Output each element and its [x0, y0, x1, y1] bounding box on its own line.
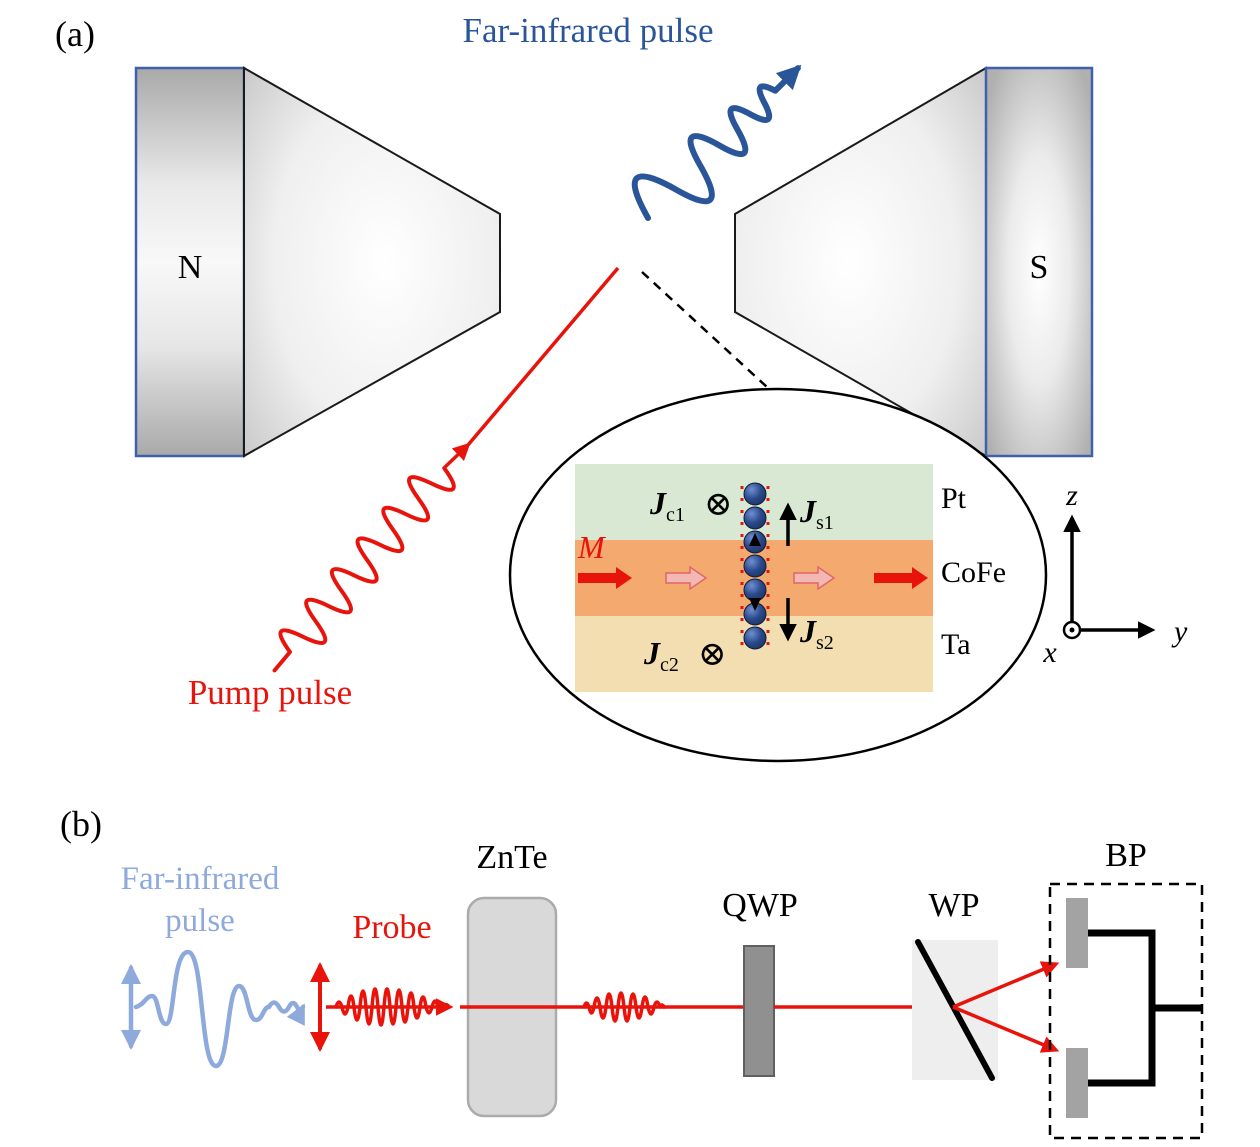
electron-sphere: [743, 506, 767, 530]
x-axis-label: x: [1042, 636, 1057, 669]
magnet-n-plate: [134, 66, 246, 458]
otimes-icon: ⊗: [698, 636, 727, 673]
js2-label: Js2: [799, 613, 834, 654]
fir-label-line2: pulse: [165, 903, 235, 939]
qwp-label: QWP: [722, 887, 798, 924]
magnet-s-label: S: [1030, 249, 1049, 286]
detector-circuit: [1088, 929, 1156, 1087]
z-axis-label: z: [1065, 479, 1078, 512]
wp-diagonal: [915, 939, 995, 1081]
layer-label-ta: Ta: [941, 628, 971, 661]
probe-label: Probe: [352, 909, 431, 946]
magnetization-label: M: [577, 529, 607, 565]
jc2-symbol: J: [643, 635, 661, 671]
thz-wave-arrow: [631, 64, 802, 221]
layer-label-pt: Pt: [941, 482, 967, 515]
bp-label: BP: [1105, 837, 1147, 874]
electron-sphere: [743, 482, 767, 506]
magnetization-arrow-solid-right: [874, 567, 928, 589]
magnetization-arrow-solid-left: [578, 567, 632, 589]
probe-packet-2: [582, 991, 666, 1023]
magnetization-arrow-faded-right: [793, 565, 836, 591]
spin-current-up-arrowhead: [749, 533, 761, 546]
jc2-subscript: c2: [660, 654, 679, 676]
electron-sphere: [743, 626, 767, 650]
panel-a: (a) N S Far-infrared pulse Pump pulse Pt…: [55, 11, 1188, 763]
y-axis-label: y: [1171, 615, 1188, 648]
jc1-symbol: J: [649, 485, 667, 521]
magnet-s-plate: [984, 66, 1094, 458]
magnet-n-pole: [243, 66, 501, 458]
x-axis-dot: [1069, 627, 1075, 633]
jc1-subscript: c1: [666, 504, 685, 526]
spin-current-down-arrowhead: [749, 598, 761, 611]
panel-a-label: (a): [55, 14, 95, 54]
photodiode-top: [1066, 898, 1088, 968]
split-beam-upper: [952, 961, 1060, 1009]
photodiode-bottom: [1066, 1048, 1088, 1118]
pump-beam-line: [466, 266, 620, 447]
js1-subscript: s1: [816, 512, 834, 534]
pump-beam-arrow-segment: [442, 442, 471, 470]
js1-symbol: J: [799, 493, 817, 529]
electron-chain: [743, 482, 767, 650]
fir-pulse-wave: [133, 949, 306, 1069]
jc2-label: Jc2: [643, 635, 679, 676]
panel-b: (b) Far-infrared pulse Probe ZnTe QWP WP…: [60, 804, 1204, 1140]
magnetization-arrow-faded-left: [665, 565, 708, 591]
pump-pulse-wave: [272, 466, 456, 673]
otimes-icon: ⊗: [704, 486, 733, 523]
electron-sphere: [743, 554, 767, 578]
js2-subscript: s2: [816, 632, 834, 654]
layer-label-cofe: CoFe: [941, 556, 1006, 589]
qwp-plate: [743, 945, 775, 1077]
fir-label-line1: Far-infrared: [121, 861, 280, 897]
wp-label: WP: [929, 887, 980, 924]
znte-label: ZnTe: [476, 839, 547, 876]
electron-sphere: [743, 578, 767, 602]
magnet-n-label: N: [178, 249, 203, 286]
inset-pointer-dashed-line: [641, 271, 769, 389]
coordinate-axes: z y x: [1042, 479, 1188, 669]
split-beam-lower: [952, 1005, 1060, 1053]
probe-packet-1: [334, 987, 451, 1027]
pump-pulse-label: Pump pulse: [188, 673, 352, 712]
far-infrared-pulse-label: Far-infrared pulse: [463, 11, 714, 50]
js2-symbol: J: [799, 613, 817, 649]
jc1-label: Jc1: [649, 485, 685, 526]
js1-label: Js1: [799, 493, 834, 534]
panel-b-label: (b): [60, 804, 102, 844]
